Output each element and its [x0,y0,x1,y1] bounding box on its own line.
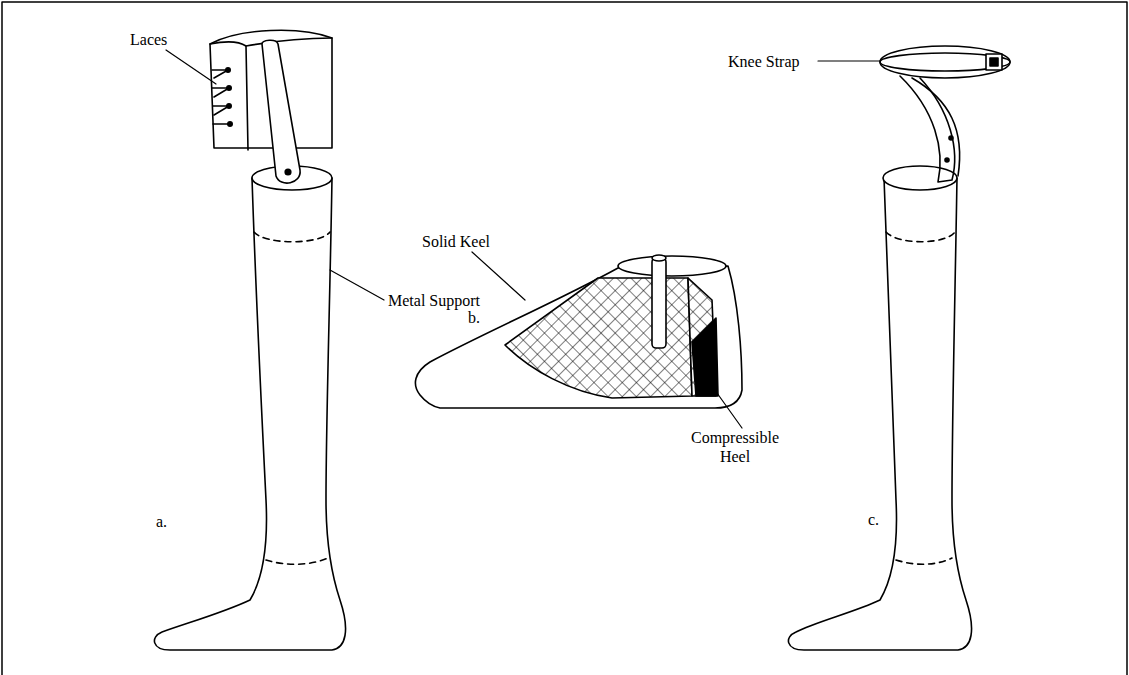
leg-a [154,30,345,650]
figure-letter: c. [868,510,879,529]
part-label: Compressible Heel [680,428,790,466]
part-label: Metal Support [388,291,480,310]
leg-c [788,46,1010,650]
foot-b [415,255,742,408]
leader-lines [166,50,880,428]
figure-letter: b. [468,308,480,327]
figure-letter: a. [156,512,167,531]
part-label: Knee Strap [728,52,800,71]
part-label: Solid Keel [422,232,490,251]
part-label: Laces [130,30,167,49]
